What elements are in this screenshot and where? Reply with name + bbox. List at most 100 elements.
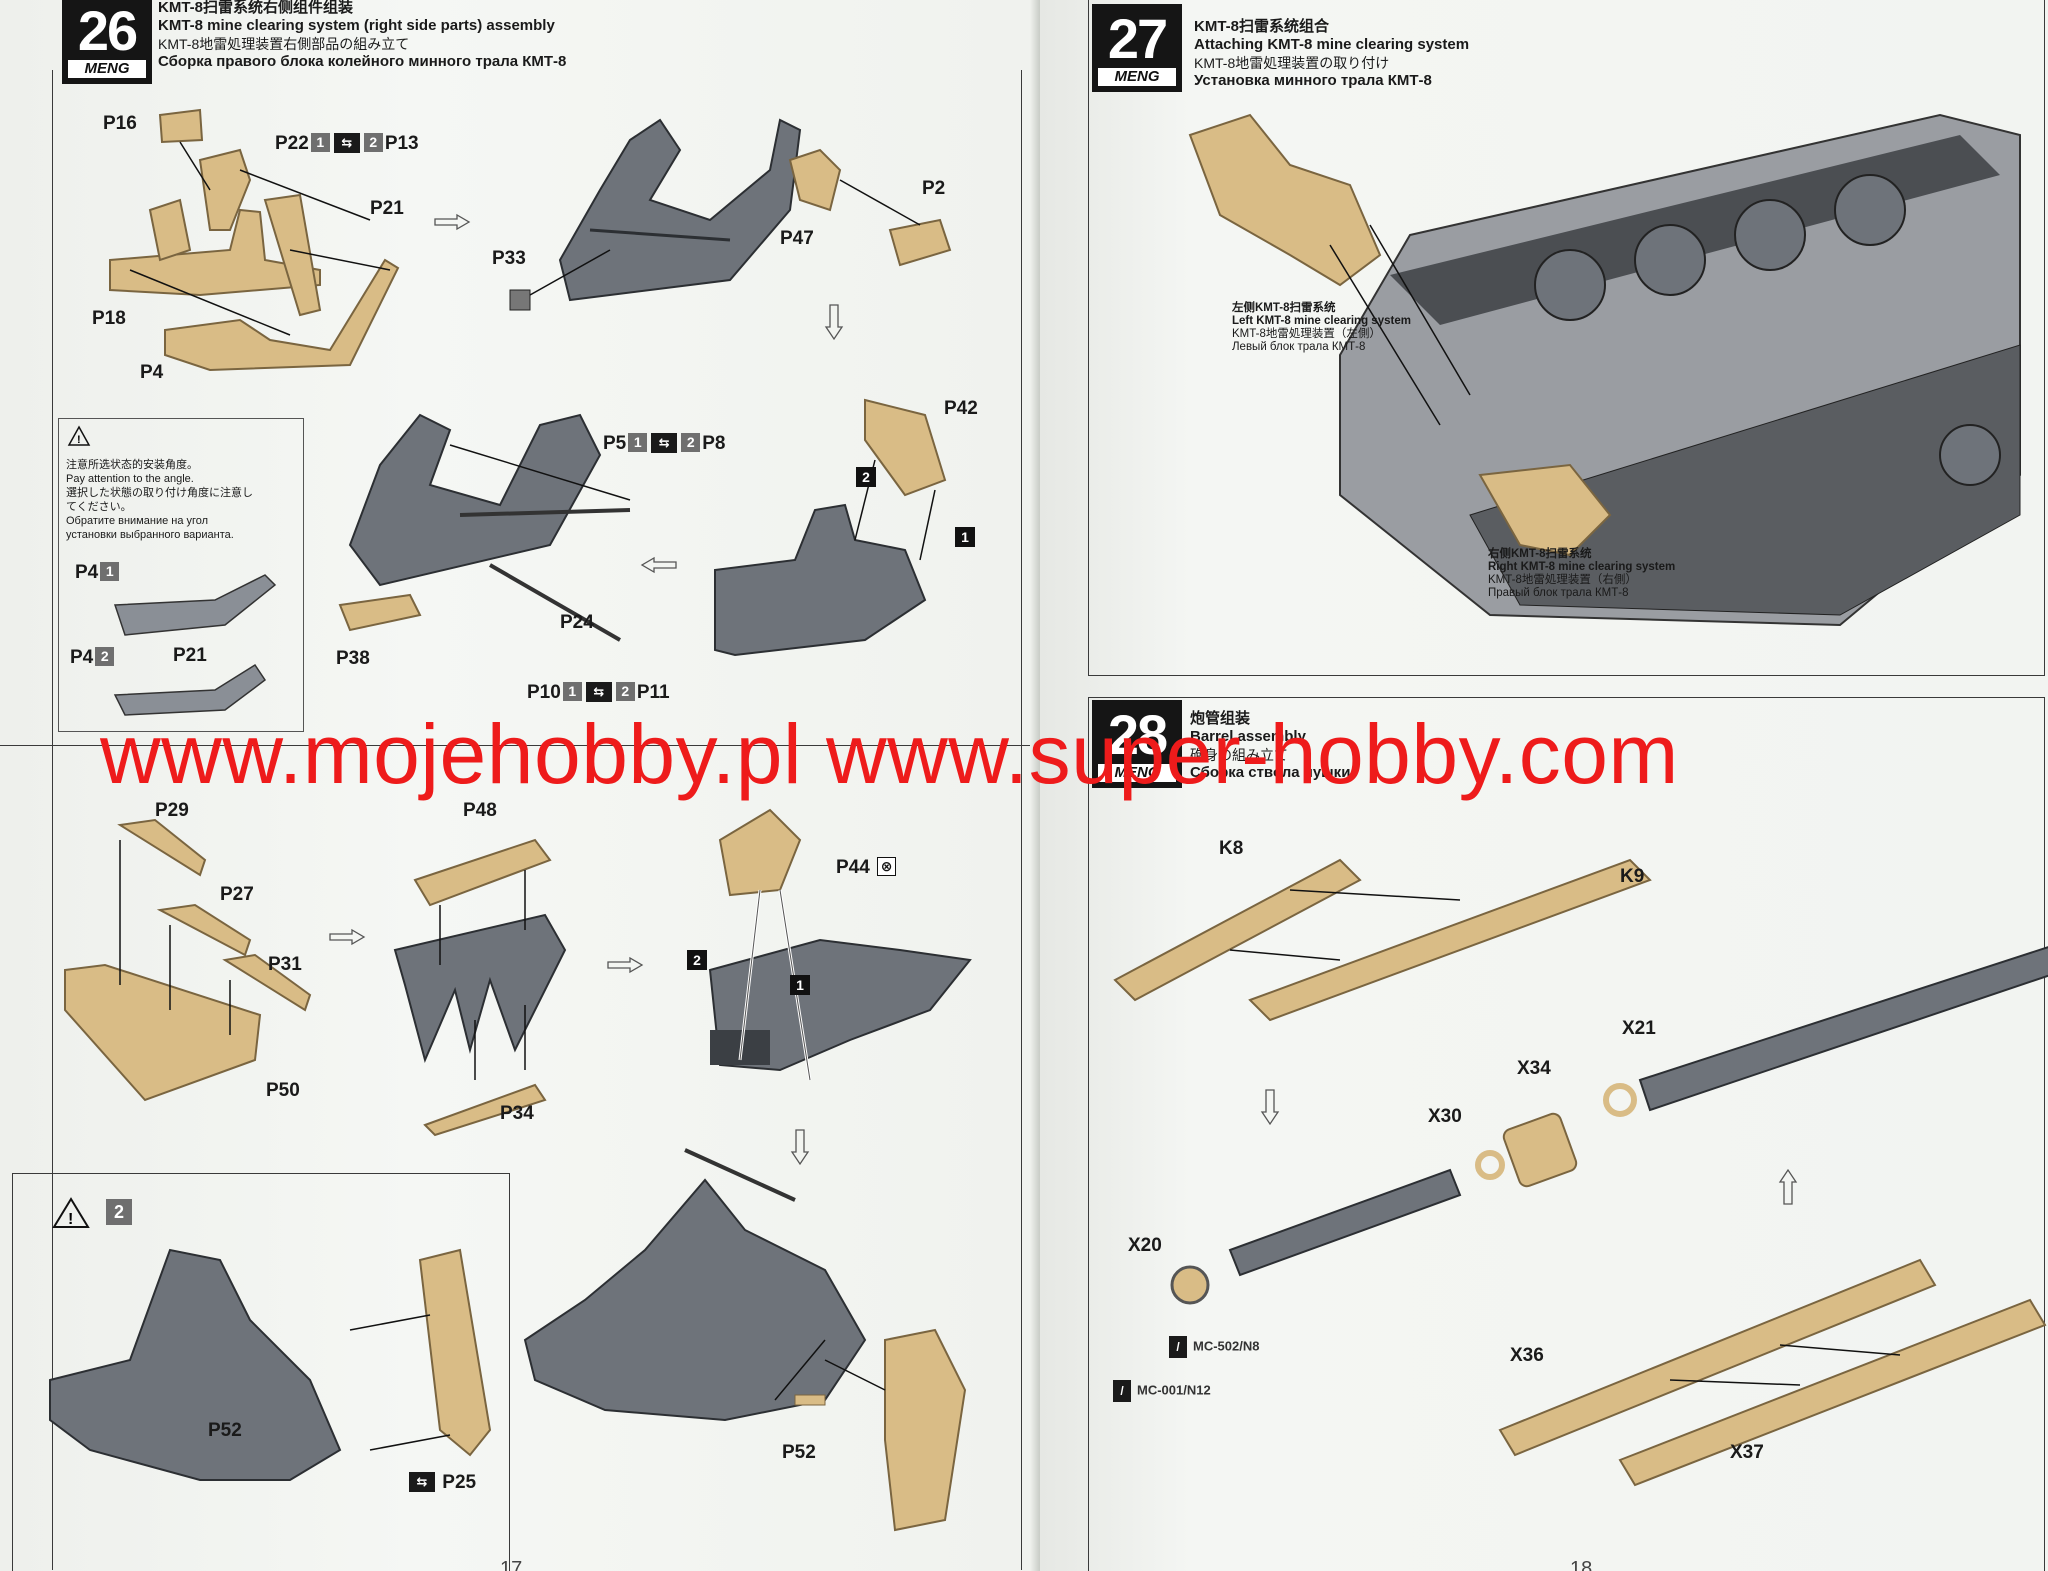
paint-code: MC-502/N8 [1193, 1338, 1260, 1354]
label-x37: X37 [1730, 1442, 1764, 1463]
svg-text:!: ! [77, 434, 81, 446]
section-divider [0, 745, 1030, 746]
step-28-frame [1088, 697, 2045, 1571]
label-p4: P4 [140, 362, 164, 383]
option-2-box: 2 [95, 647, 115, 666]
meng-logo: MENG [1098, 68, 1176, 86]
assembly-diagram-p44 [708, 808, 972, 1081]
label-p38: P38 [336, 648, 370, 669]
assembly-diagram-p48 [393, 838, 567, 1137]
label-p13: P13 [384, 133, 419, 154]
paint-callout-mc001: /MC-001/N12 [1113, 1380, 1211, 1402]
label-k9: K9 [1620, 866, 1645, 887]
caption-cn: 右侧KMT-8扫雷系统 [1488, 548, 1592, 560]
title-ru: Сборка правого блока колейного минного т… [158, 53, 567, 70]
caption-jp: KMT-8地雷処理装置（左側） [1232, 328, 1381, 340]
warning-icon: ! [67, 425, 91, 446]
title-en: KMT-8 mine clearing system (right side p… [158, 17, 555, 34]
label-x30: X30 [1428, 1106, 1462, 1127]
label-p11: P11 [636, 682, 670, 703]
swap-icon: ⇆ [651, 433, 678, 453]
label-p25: ⇆ P25 [407, 1472, 476, 1494]
step-number: 26 [77, 0, 138, 62]
label-p24: P24 [560, 612, 594, 633]
step-28-title: 炮管组装 Barrel assembly 砲身の組み立て Сборка ство… [1190, 710, 1350, 782]
step-27-frame [1088, 0, 2045, 676]
paintbrush-icon: / [1113, 1380, 1131, 1402]
note-jp-2: てください。 [66, 501, 132, 513]
option-1-box: 1 [628, 433, 648, 452]
option-2-box: 2 [615, 682, 635, 701]
page-number: 17 [500, 1558, 523, 1571]
assembly-diagram-p50 [64, 818, 312, 1102]
title-en: Barrel assembly [1190, 728, 1306, 745]
next-arrow-icon [329, 928, 366, 946]
instruction-page-17: 26 MENG KMT-8扫雷系统右侧组件组装 KMT-8 mine clear… [0, 0, 1040, 1571]
label-p47: P47 [780, 228, 814, 249]
note-ru-2: установки выбранного варианта. [66, 529, 234, 541]
note-p4-text: P4 [70, 647, 94, 668]
next-arrow-icon [434, 213, 471, 231]
assembly-diagram-p52 [523, 1148, 967, 1532]
step-27-badge: 27 MENG [1092, 4, 1182, 92]
assembly-diagram-p42 [714, 398, 947, 657]
left-kmt8-caption: 左侧KMT-8扫雷系统 Left KMT-8 mine clearing sys… [1232, 302, 1411, 354]
warning-icon: ! [52, 1197, 90, 1228]
label-x34: X34 [1517, 1058, 1551, 1079]
label-k8: K8 [1219, 838, 1244, 859]
label-p27: P27 [220, 884, 254, 905]
down-arrow-icon [790, 1129, 810, 1166]
up-arrow-icon [1778, 1168, 1798, 1205]
label-x20: X20 [1128, 1235, 1162, 1256]
title-en: Attaching KMT-8 mine clearing system [1194, 36, 1470, 53]
barrel-halves-x36-x37 [1498, 1258, 2047, 1487]
label-x21: X21 [1622, 1018, 1656, 1039]
attention-note-box [58, 418, 304, 732]
title-cn: KMT-8扫雷系统组合 [1194, 18, 1330, 35]
label-p52: P52 [782, 1442, 816, 1463]
label-p10-text: P10 [527, 682, 561, 703]
label-p8: P8 [702, 433, 726, 454]
step-number: 27 [1107, 7, 1168, 70]
paint-callout-mc502: / MC-502/N8 [1169, 1336, 1259, 1358]
title-jp: 砲身の組み立て [1190, 747, 1288, 763]
meng-logo: MENG [68, 60, 146, 78]
label-p29: P29 [155, 800, 189, 821]
label-x36: X36 [1510, 1345, 1544, 1366]
step-number: 28 [1107, 703, 1168, 766]
caption-en: Right KMT-8 mine clearing system [1488, 561, 1676, 573]
title-jp: KMT-8地雷処理装置右側部品の組み立て [158, 36, 410, 52]
step-26-frame [52, 70, 1022, 1570]
step-marker-2: 2 [856, 467, 876, 487]
paintbrush-icon: / [1169, 1336, 1187, 1358]
meng-logo: MENG [1098, 764, 1176, 782]
swap-icon: ⇆ [409, 1472, 435, 1492]
down-arrow-icon [1260, 1089, 1280, 1126]
title-ru: Сборка ствола пушки [1190, 764, 1351, 781]
barrel-assembly-diagram [1170, 946, 2048, 1305]
note-diagram [113, 574, 277, 716]
option-2-box: 2 [363, 133, 383, 152]
note-cn: 注意所选状态的安装角度。 [66, 459, 198, 471]
caption-cn: 左侧KMT-8扫雷系统 [1232, 302, 1336, 314]
step-marker-1: 1 [955, 527, 975, 547]
next-arrow-icon [607, 956, 644, 974]
label-p34: P34 [500, 1103, 534, 1124]
label-p21: P21 [370, 198, 404, 219]
down-arrow-icon [824, 304, 844, 341]
step-28-badge: 28 MENG [1092, 700, 1182, 788]
note-ru-1: Обратите внимание на угол [66, 515, 209, 527]
label-p5-text: P5 [603, 433, 627, 454]
option-2-box: 2 [681, 433, 701, 452]
label-p50: P50 [266, 1080, 300, 1101]
label-p44: P44 ⊗ [836, 857, 898, 879]
swap-icon: ⇆ [585, 682, 612, 702]
instruction-page-18: 27 MENG KMT-8扫雷系统组合 Attaching KMT-8 mine… [1040, 0, 2048, 1571]
no-glue-icon: ⊗ [877, 857, 897, 876]
label-p48: P48 [463, 800, 497, 821]
note-text: 注意所选状态的安装角度。 Pay attention to the angle.… [66, 458, 253, 542]
